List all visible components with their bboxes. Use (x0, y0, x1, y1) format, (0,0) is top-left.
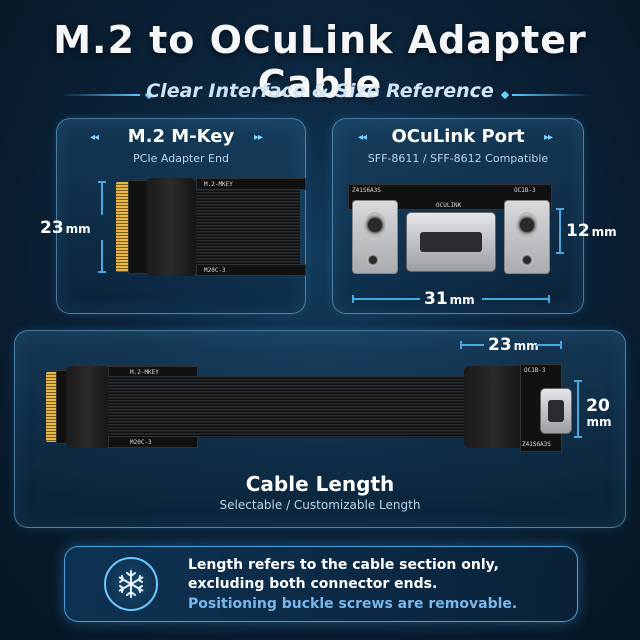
m2-dim-line-upper (101, 181, 103, 215)
cable-m2-gold-fingers (46, 372, 58, 442)
info-icon-circle (104, 557, 158, 611)
cable-height-line (577, 380, 579, 436)
oculink-title-left-chevrons: ◂◂ (358, 132, 367, 143)
cable-width-line-left (460, 344, 484, 346)
oculink-right-lower-hole (520, 254, 534, 266)
cable-width-value: 23 (488, 335, 512, 355)
cable-oculink-clamp (464, 366, 524, 448)
cable-panel-title: Cable Length (245, 472, 395, 496)
m2-cable-bottom-board (196, 264, 306, 276)
page-title: M.2 to OCuLink Adapter Cable (53, 18, 587, 106)
oculink-height-cap-bottom (556, 252, 564, 254)
page-subtitle: Clear Interface & Size Reference (146, 80, 494, 102)
oculink-panel-title: OCuLink Port (391, 126, 525, 147)
subtitle-right-line (512, 94, 592, 96)
oculink-width-unit: mm (449, 293, 475, 307)
m2-panel-subtitle: PCIe Adapter End (133, 152, 229, 165)
snowflake-icon (118, 570, 144, 598)
oculink-left-screw-hole (364, 212, 386, 238)
oculink-height-line (559, 208, 561, 252)
cable-m2-clamp (66, 366, 110, 448)
cable-silk-right-bottom: Z41S6A3S (522, 441, 551, 448)
cable-height-dimension: 20 mm (584, 398, 612, 430)
m2-silk-top: M.2-MKEY (204, 181, 233, 188)
oculink-width-line-right (482, 298, 548, 300)
oculink-width-cap-right (548, 295, 550, 303)
cable-height-cap-bottom (574, 436, 582, 438)
oculink-width-value: 31 (424, 289, 448, 309)
m2-cable-clamp (146, 178, 196, 276)
subtitle-left-line (60, 94, 140, 96)
m2-dim-line-lower (101, 240, 103, 272)
oculink-silk-left: Z41S6A3S (352, 187, 381, 194)
m2-title-left-chevrons: ◂◂ (90, 132, 99, 143)
m2-cable-end-board (196, 178, 306, 190)
oculink-height-value: 12 (566, 221, 590, 241)
oculink-title-right-chevrons: ▸▸ (544, 132, 553, 143)
cable-width-line-right (536, 344, 560, 346)
m2-title-right-chevrons: ▸▸ (254, 132, 263, 143)
m2-height-value: 23 (40, 218, 64, 238)
m2-dim-cap-bottom (98, 271, 106, 273)
oculink-silk-right: OC1B-3 (514, 187, 536, 194)
cable-width-cap-right (560, 341, 562, 349)
m2-gold-fingers (116, 182, 130, 272)
cable-silk-right-top: OC1B-3 (524, 367, 546, 374)
m2-height-unit: mm (65, 222, 91, 236)
info-line-2: excluding both connector ends. (188, 576, 438, 592)
oculink-silk-port: OCULINK (436, 202, 462, 209)
cable-silk-left-top: M.2-MKEY (130, 369, 159, 376)
info-line-3: Positioning buckle screws are removable. (188, 596, 518, 612)
cable-height-value: 20 (586, 396, 610, 416)
cable-height-unit: mm (586, 415, 612, 429)
m2-silk-bottom: M20C-3 (204, 267, 226, 274)
cable-width-unit: mm (513, 339, 539, 353)
oculink-panel-subtitle: SFF-8611 / SFF-8612 Compatible (367, 152, 549, 165)
cable-ribbon (108, 376, 472, 438)
oculink-right-screw-hole (516, 212, 538, 238)
oculink-height-unit: mm (591, 225, 617, 239)
info-line-1: Length refers to the cable section only, (188, 557, 500, 573)
m2-panel-title: M.2 M-Key (127, 126, 235, 147)
cable-m2-bottom-board (108, 436, 198, 448)
m2-ribbon-cable (196, 186, 300, 268)
cable-silk-left-bottom: M20C-3 (130, 439, 152, 446)
oculink-port-slot (420, 232, 482, 252)
cable-panel-subtitle: Selectable / Customizable Length (219, 498, 421, 512)
oculink-width-line-left (352, 298, 420, 300)
cable-oculink-port-slot (548, 400, 564, 422)
oculink-left-lower-hole (366, 254, 380, 266)
